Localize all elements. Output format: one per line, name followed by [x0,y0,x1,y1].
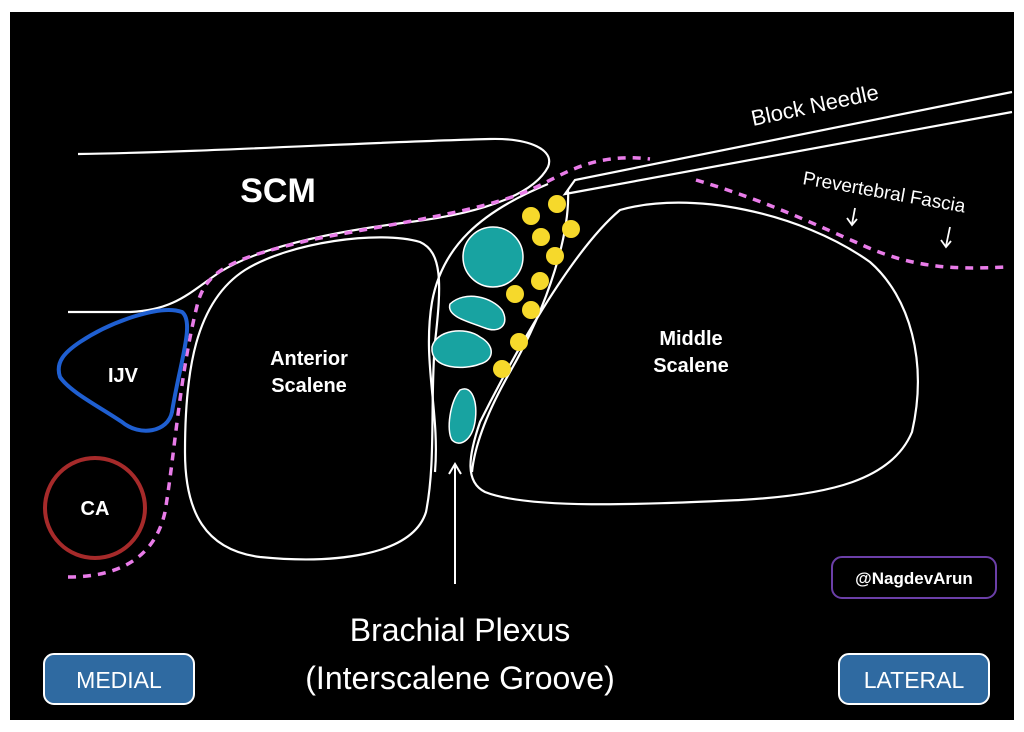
prevertebral-fascia-medial [67,156,651,579]
anterior-scalene-outline [183,236,441,561]
brachial-plexus-label-line1: Brachial Plexus [350,612,571,648]
plexus-root-4 [448,388,477,444]
yellow-dot [493,360,511,378]
middle-scalene-label-line2: Scalene [653,355,729,377]
yellow-dot [522,301,540,319]
plexus-roots [431,226,524,444]
ca-vessel [43,456,147,560]
plexus-arrow [448,462,462,584]
scm-label: SCM [240,172,316,210]
anterior-scalene-label-line1: Anterior [270,348,348,370]
plexus-root-3 [431,330,492,369]
medial-badge-box [43,653,195,705]
anatomy-illustration: SCM IJV CA Anterior Scalene Middle Scale… [43,79,1013,705]
yellow-dot [522,207,540,225]
lateral-badge: LATERAL [838,653,990,705]
yellow-dot [562,220,580,238]
lateral-badge-box [838,653,990,705]
plexus-root-1 [462,226,524,288]
author-handle-text: @NagdevArun [855,569,973,588]
yellow-dot [510,333,528,351]
ijv-label: IJV [108,365,139,387]
medial-badge-label: MEDIAL [76,667,162,693]
ca-label: CA [81,498,110,520]
fascia-arrow-1 [846,207,858,227]
fascia-arrow-2 [940,226,952,249]
yellow-dot [531,272,549,290]
yellow-dot [532,228,550,246]
groove-boundary-medial [427,182,549,473]
brachial-plexus-label-line2: (Interscalene Groove) [305,660,614,696]
yellow-dot [548,195,566,213]
lateral-badge-label: LATERAL [864,667,965,693]
prevertebral-fascia-lateral [695,178,1006,270]
plexus-root-2 [448,295,506,331]
middle-scalene-label-line1: Middle [659,328,722,350]
yellow-dot [546,247,564,265]
prevertebral-fascia-label: Prevertebral Fascia [801,168,967,217]
author-handle: @NagdevArun [831,556,997,599]
yellow-dots [493,195,580,378]
medial-badge: MEDIAL [43,653,195,705]
anterior-scalene-label-line2: Scalene [271,375,347,397]
middle-scalene-outline [469,201,919,506]
block-needle [562,90,1013,196]
ultrasound-diagram: SCM IJV CA Anterior Scalene Middle Scale… [10,12,1014,720]
yellow-dot [506,285,524,303]
ijv-vessel [56,308,190,433]
author-handle-border [831,556,997,599]
